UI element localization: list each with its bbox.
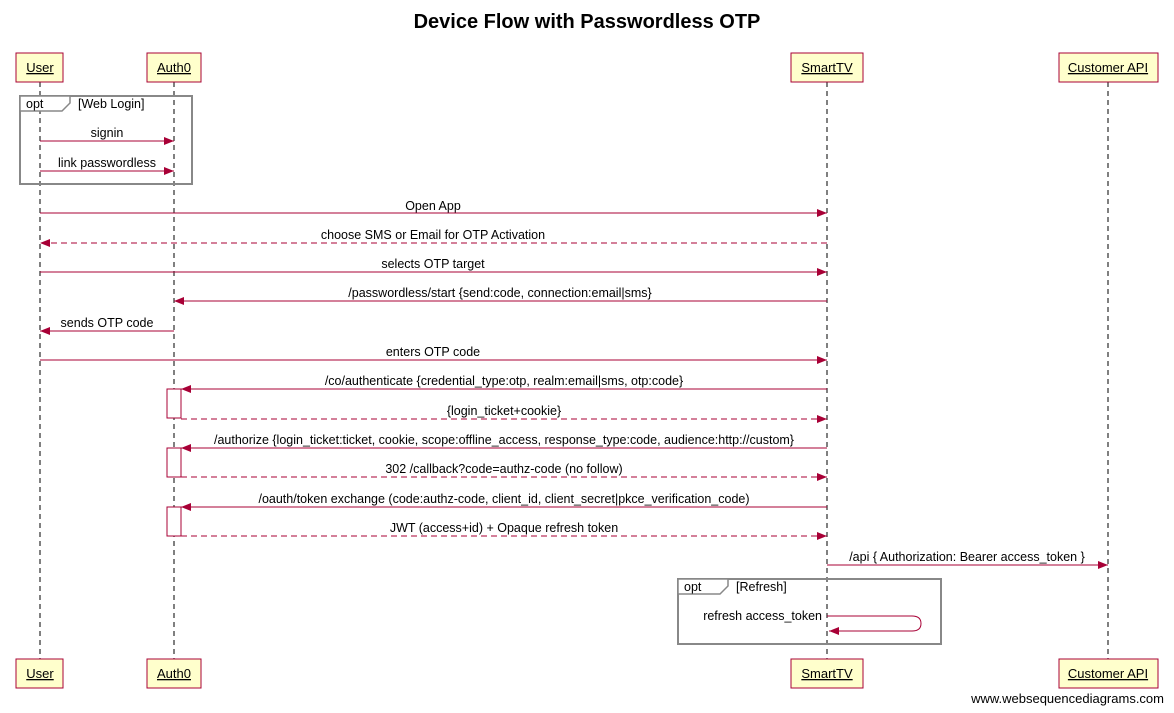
frame-condition: [Refresh]: [736, 580, 787, 594]
message-label: signin: [91, 126, 124, 140]
participant-label: User: [26, 666, 54, 681]
message-label: sends OTP code: [61, 316, 154, 330]
message-link-passwordless: link passwordless: [40, 156, 174, 175]
message-label: /api { Authorization: Bearer access_toke…: [849, 550, 1085, 564]
participant-label: Customer API: [1068, 60, 1148, 75]
participant-auth0-bottom: Auth0: [146, 658, 202, 689]
message-sends-otp-code: sends OTP code: [40, 316, 174, 335]
diagram-title: Device Flow with Passwordless OTP: [414, 11, 761, 33]
message-passwordless-start: /passwordless/start {send:code, connecti…: [174, 286, 827, 305]
message-co-authenticate: /co/authenticate {credential_type:otp, r…: [181, 374, 827, 393]
message-label: /passwordless/start {send:code, connecti…: [348, 286, 651, 300]
message-label: /authorize {login_ticket:ticket, cookie,…: [214, 433, 794, 447]
activation-auth0: [166, 388, 182, 419]
message-label: 302 /callback?code=authz-code (no follow…: [385, 462, 622, 476]
participant-label: SmartTV: [801, 666, 853, 681]
message-label: Open App: [405, 199, 461, 213]
message-label: enters OTP code: [386, 345, 480, 359]
activation-auth0: [166, 506, 182, 537]
message-selects-otp-target: selects OTP target: [40, 257, 827, 276]
message-choose-otp-activation: choose SMS or Email for OTP Activation: [40, 228, 827, 247]
participant-label: SmartTV: [801, 60, 853, 75]
frame-opt-web-login: opt [Web Login]: [19, 95, 193, 185]
participant-customer-api-top: Customer API: [1058, 52, 1159, 83]
message-label: link passwordless: [58, 156, 156, 170]
frame-opt-refresh: opt [Refresh]: [677, 578, 942, 645]
message-refresh-access-token: refresh access_token: [703, 609, 922, 635]
participant-label: User: [26, 60, 54, 75]
participant-auth0-top: Auth0: [146, 52, 202, 83]
frame-keyword: opt: [26, 97, 44, 111]
frame-keyword: opt: [684, 580, 702, 594]
message-label: {login_ticket+cookie}: [447, 404, 561, 418]
participant-user-top: User: [15, 52, 64, 83]
participant-smarttv-top: SmartTV: [790, 52, 864, 83]
message-label: refresh access_token: [703, 609, 822, 623]
message-jwt-refresh-token: JWT (access+id) + Opaque refresh token: [181, 521, 827, 540]
message-label: /co/authenticate {credential_type:otp, r…: [325, 374, 683, 388]
message-authorize: /authorize {login_ticket:ticket, cookie,…: [181, 433, 827, 452]
message-label: choose SMS or Email for OTP Activation: [321, 228, 545, 242]
frame-condition: [Web Login]: [78, 97, 144, 111]
message-label: JWT (access+id) + Opaque refresh token: [390, 521, 618, 535]
message-login-ticket-cookie: {login_ticket+cookie}: [181, 404, 827, 423]
message-label: /oauth/token exchange (code:authz-code, …: [258, 492, 749, 506]
participant-label: Auth0: [157, 666, 191, 681]
participant-label: Auth0: [157, 60, 191, 75]
watermark: www.websequencediagrams.com: [970, 691, 1164, 706]
message-label: selects OTP target: [381, 257, 485, 271]
message-signin: signin: [40, 126, 174, 145]
participant-smarttv-bottom: SmartTV: [790, 658, 864, 689]
participant-label: Customer API: [1068, 666, 1148, 681]
message-enters-otp-code: enters OTP code: [40, 345, 827, 364]
message-callback-302: 302 /callback?code=authz-code (no follow…: [181, 462, 827, 481]
message-open-app: Open App: [40, 199, 827, 217]
message-api-call: /api { Authorization: Bearer access_toke…: [827, 550, 1108, 569]
participant-customer-api-bottom: Customer API: [1058, 658, 1159, 689]
participant-user-bottom: User: [15, 658, 64, 689]
activation-auth0: [166, 447, 182, 478]
message-oauth-token-exchange: /oauth/token exchange (code:authz-code, …: [181, 492, 827, 511]
